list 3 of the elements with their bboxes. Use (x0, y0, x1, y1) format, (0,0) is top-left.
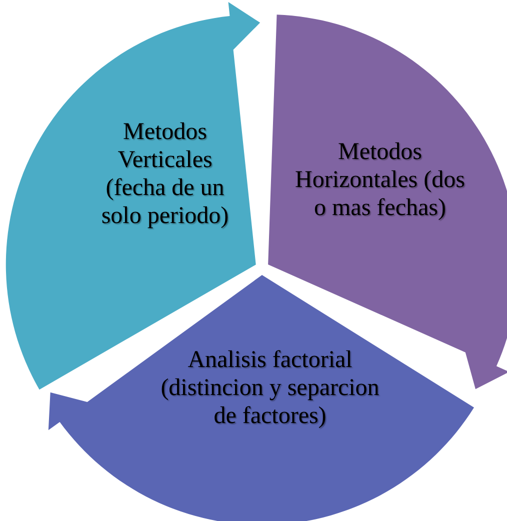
segment-label: Analisis factorial (distincion y separcion de factores) (160, 346, 380, 430)
segment-label: Metodos Verticales (fecha de un solo periodo) (100, 118, 230, 230)
segment-label: Metodos Horizontales (dos o mas fechas) (295, 138, 465, 222)
